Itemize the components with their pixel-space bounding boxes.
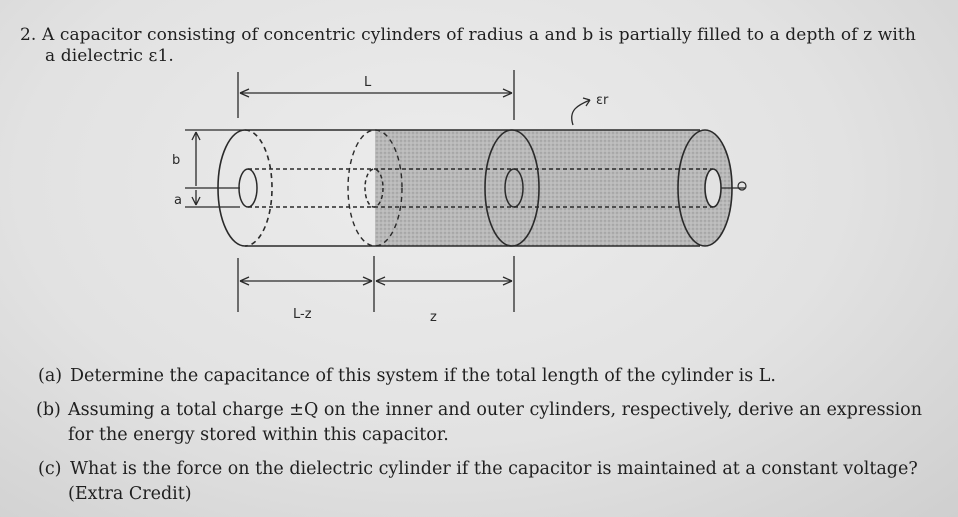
part-a-label: (a) [38,366,63,386]
part-b-label: (b) [36,400,61,420]
problem-number: 2. [20,25,37,45]
part-b: (b) Assuming a total charge ±Q on the inn… [36,400,922,420]
dielectric-region [375,130,700,246]
part-c-text: What is the force on the dielectric cyli… [70,459,918,479]
dimension-L: L [237,70,515,120]
part-a: (a) Determine the capacitance of this sys… [38,366,776,386]
dimension-radii [185,129,245,208]
label-a: a [174,193,182,208]
label-z: z [430,310,437,325]
part-b-text: Assuming a total charge ±Q on the inner … [68,400,922,420]
label-b: b [172,153,180,168]
inner-cylinder [238,168,713,208]
dimension-Lz-z [237,256,515,312]
part-b-text-2: for the energy stored within this capaci… [68,425,449,445]
problem-text-line-1: A capacitor consisting of concentric cyl… [41,25,916,45]
problem-text-line-2: a dielectric ε1. [45,46,174,66]
part-b-continued: for the energy stored within this capaci… [68,425,449,445]
problem-statement-line-2: a dielectric ε1. [45,46,174,66]
label-L: L [364,75,372,90]
part-c: (c) What is the force on the dielectric c… [38,459,918,479]
part-a-text: Determine the capacitance of this system… [70,366,776,386]
problem-statement-line-1: 2. A capacitor consisting of concentric … [20,25,916,45]
dielectric-boundary [347,129,403,247]
part-c-label: (c) [38,459,62,479]
part-c-continued: (Extra Credit) [68,484,192,504]
label-L-minus-z: L-z [293,307,312,322]
label-epsilon-r: εr [596,93,609,108]
part-c-text-2: (Extra Credit) [68,484,192,504]
